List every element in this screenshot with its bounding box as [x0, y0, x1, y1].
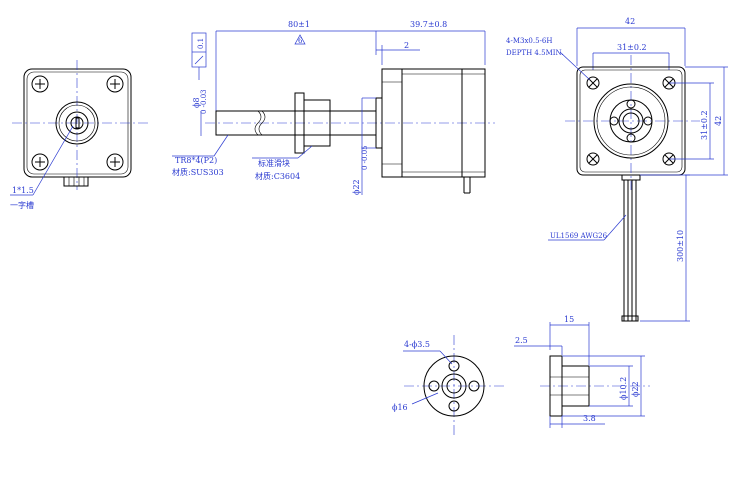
- corner-screw: [106, 75, 124, 93]
- shaft-dia-label: ϕ8: [192, 97, 201, 108]
- nut-flange-thk-label: 2.5: [515, 336, 528, 345]
- length-397-label: 39.7±0.8: [410, 20, 447, 29]
- front-end-view: 1*1.5 一字槽: [10, 60, 148, 210]
- mount-hole: [586, 152, 600, 166]
- nut-name-label: 标准滑块: [258, 158, 290, 168]
- cable-spec-label: UL1569 AWG26: [550, 232, 608, 240]
- side-view: 80±1 6 39.7±0.8 2 0.1 ϕ8 0 -0.03: [172, 20, 495, 195]
- thread-spec-label: 4-M3x0.5-6H: [506, 37, 552, 45]
- corner-screw: [31, 75, 49, 93]
- nut-length-label: 15: [564, 315, 574, 324]
- flange-dia-label: ϕ22: [352, 179, 361, 195]
- thread-depth-label: DEPTH 4.5MIN.: [506, 49, 563, 57]
- corner-screw: [106, 153, 124, 171]
- mount-hole: [586, 76, 600, 90]
- shaft-tol-label: 0 -0.03: [200, 89, 208, 114]
- nut-bolt-circle-label: ϕ16: [392, 403, 408, 412]
- slot-name-label: 一字槽: [10, 200, 34, 210]
- corner-screw: [31, 153, 49, 171]
- length-80-label: 80±1: [288, 20, 310, 29]
- nut-flange-w-label: 3.8: [583, 414, 596, 423]
- flange-tol-label: 0 -0.05: [361, 145, 369, 170]
- nut-holes-label: 4-ϕ3.5: [404, 340, 430, 349]
- nut-side-view: 15 2.5 ϕ10.2 ϕ22 3.8: [514, 315, 650, 428]
- hole-spacing-h-label: 31±0.2: [617, 43, 647, 52]
- rear-view: 42 31±0.2 42 31±0.2 4-M3: [506, 17, 728, 322]
- body-height-label: 42: [714, 116, 723, 126]
- svg-text:6: 6: [298, 37, 303, 45]
- screw-material-label: 材质:SUS303: [172, 167, 224, 177]
- offset-2-label: 2: [404, 41, 409, 50]
- tolerance-label: 0.1: [197, 38, 205, 49]
- hole-spacing-v-label: 31±0.2: [700, 110, 709, 140]
- cable-length-label: 300±10: [676, 230, 685, 262]
- screw-spec-label: TR8*4(P2): [175, 156, 217, 165]
- slot-size-label: 1*1.5: [12, 186, 34, 195]
- nut-od-label: ϕ22: [631, 381, 640, 397]
- nut-material-label: 材质:C3604: [255, 171, 300, 181]
- body-width-label: 42: [625, 17, 635, 26]
- nut-front-view: 4-ϕ3.5 ϕ16: [392, 335, 504, 436]
- nut-bore-label: ϕ10.2: [619, 377, 628, 400]
